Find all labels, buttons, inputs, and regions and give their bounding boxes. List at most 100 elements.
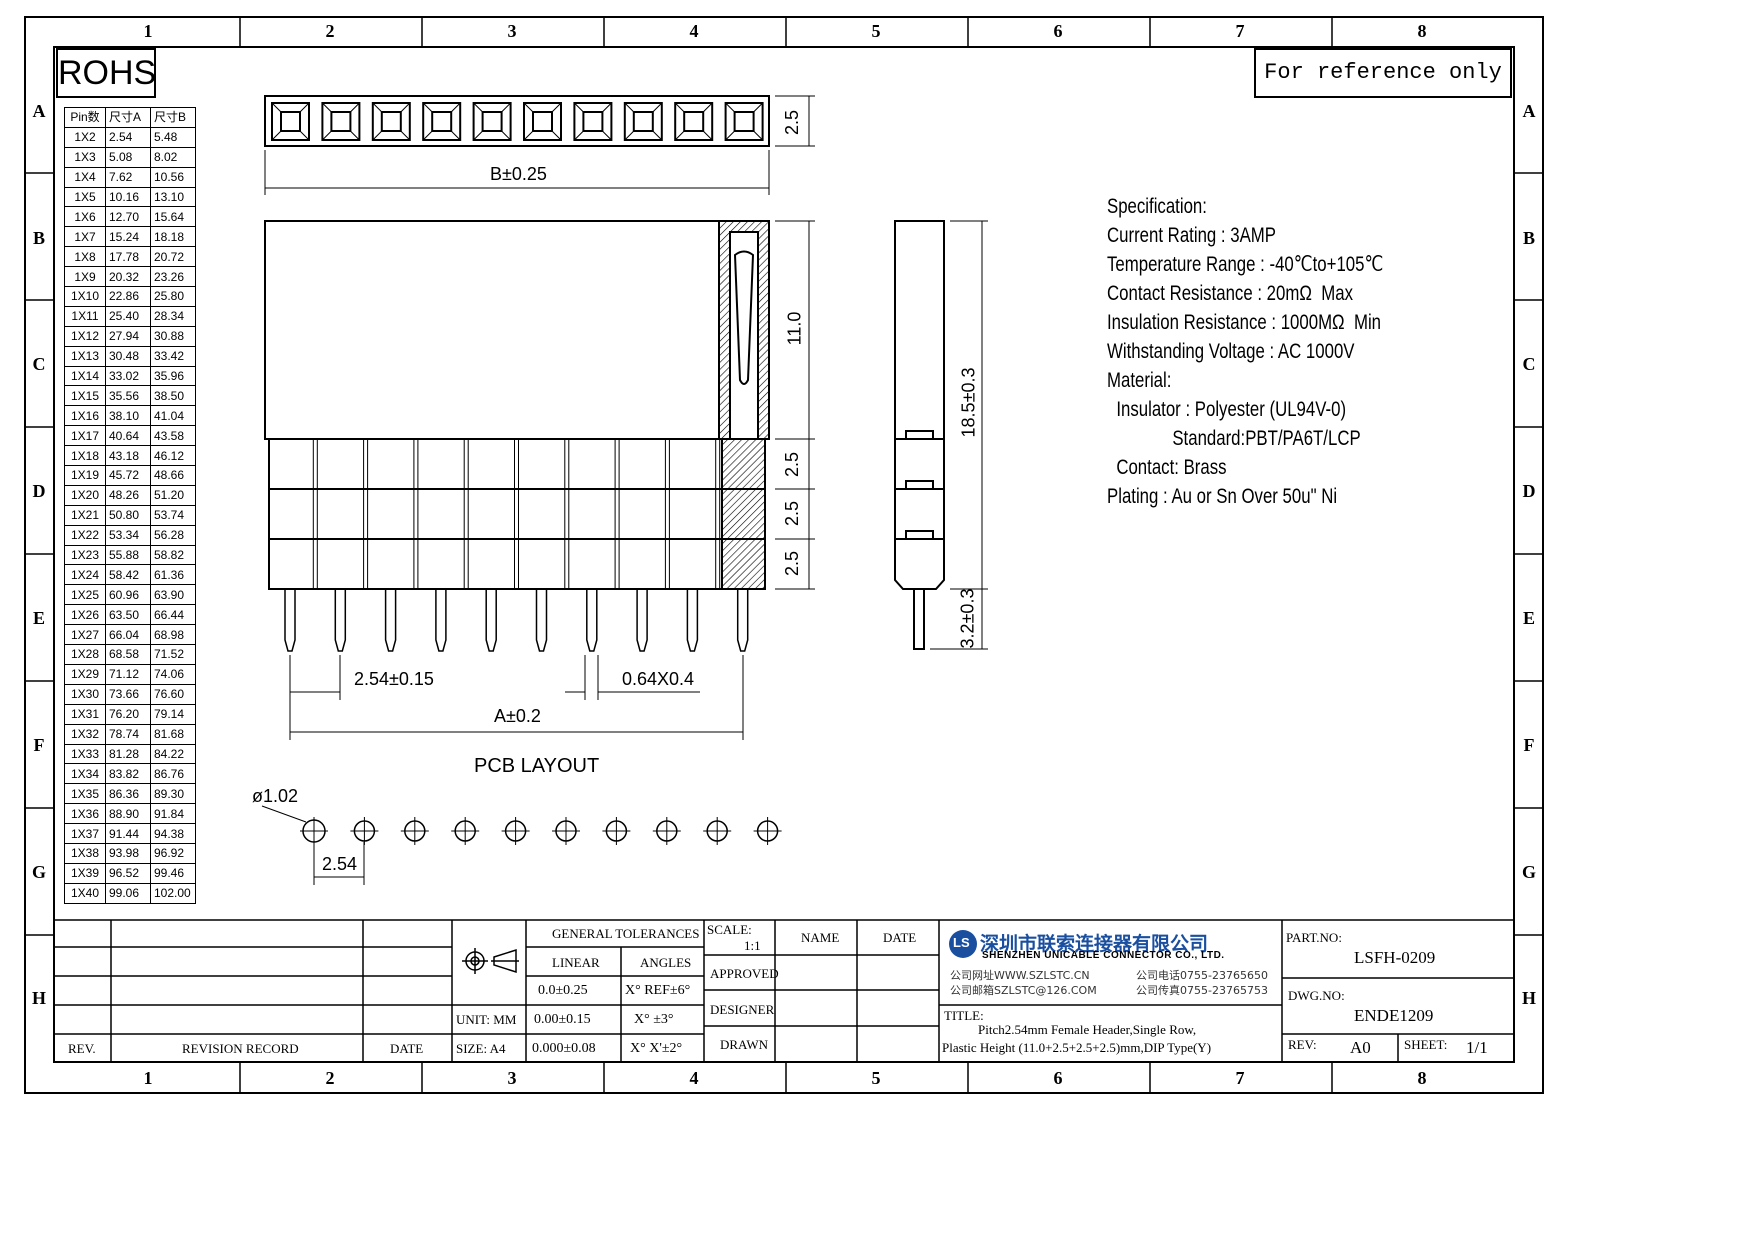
pcb-hole — [552, 817, 580, 845]
date-column-header: DATE — [883, 930, 917, 945]
pin-count-cell: 1X31 — [64, 703, 106, 725]
dim-b-cell: 48.66 — [150, 465, 196, 486]
zone-row-right: C — [1522, 354, 1536, 374]
pin-cavity — [724, 102, 764, 141]
reference-note: For reference only — [1264, 60, 1502, 85]
spec-line: Insulator : Polyester (UL94V-0) — [1107, 398, 1347, 421]
dim-a-cell: 22.86 — [105, 286, 151, 307]
dim-a-cell: 71.12 — [105, 663, 151, 685]
zone-column-top: 5 — [871, 21, 881, 41]
unit-label: UNIT: MM — [456, 1012, 517, 1027]
dim-a-cell: 99.06 — [105, 882, 151, 904]
dim-tier3: 2.5 — [782, 550, 803, 577]
pin-count-cell: 1X36 — [64, 803, 106, 825]
designer-label: DESIGNER — [710, 1002, 775, 1017]
pin-count-cell: 1X25 — [64, 584, 106, 606]
dim-b-cell: 8.02 — [150, 146, 196, 168]
dim-tier2: 2.5 — [782, 500, 803, 527]
dim-b-cell: 10.56 — [150, 166, 196, 188]
logo-letters: LS — [953, 935, 970, 950]
approved-label: APPROVED — [710, 966, 779, 981]
pin-count-cell: 1X4 — [64, 166, 106, 188]
zone-column-top: 1 — [143, 21, 153, 41]
zone-row-right: H — [1521, 988, 1536, 1008]
dim-a-cell: 66.04 — [105, 624, 151, 646]
pin-lead — [312, 439, 347, 652]
pin-lead — [514, 439, 548, 652]
pcb-hole — [501, 817, 530, 845]
zone-row-left: C — [32, 354, 46, 374]
pin-cavity — [321, 102, 361, 141]
pin-count-cell: 1X6 — [64, 206, 106, 228]
zone-row-left: H — [31, 988, 46, 1008]
pin-count-cell: 1X35 — [64, 783, 106, 805]
date-header: DATE — [390, 1041, 424, 1056]
dim-a-cell: 48.26 — [105, 484, 151, 506]
dim-a-cell: 10.16 — [105, 186, 151, 208]
dim-a-header: 尺寸A — [105, 107, 151, 128]
pin-count-cell: 1X16 — [64, 405, 106, 427]
zone-column-bottom: 8 — [1417, 1068, 1427, 1088]
pcb-layout-title: PCB LAYOUT — [474, 755, 600, 777]
dim-b-cell: 28.34 — [150, 305, 196, 327]
dim-b-cell: 56.28 — [150, 524, 196, 546]
pcb-hole — [350, 817, 379, 845]
pin-lead — [463, 439, 497, 652]
dim-b-cell: 30.88 — [150, 325, 196, 347]
company-name-en: SHENZHEN UNICABLE CONNECTOR CO., LTD. — [982, 950, 1225, 961]
zone-row-right: F — [1523, 735, 1535, 755]
linear-header: LINEAR — [552, 955, 600, 970]
part-no-label: PART.NO: — [1286, 930, 1342, 945]
pin-lead — [284, 589, 296, 652]
pcb-holes — [300, 817, 782, 845]
sheet-value: 1/1 — [1466, 1038, 1488, 1057]
linear-tol-1: 0.0±0.25 — [538, 983, 588, 998]
zone-row-left: G — [31, 862, 46, 882]
pin-cavity — [472, 102, 512, 141]
dim-a-cell: 83.82 — [105, 763, 151, 785]
dim-top-height: 2.5 — [782, 109, 803, 136]
name-header: NAME — [801, 930, 840, 945]
dim-b-cell: 84.22 — [150, 743, 196, 765]
dim-a-label: A±0.2 — [494, 706, 541, 726]
pin-count-cell: 1X23 — [64, 544, 106, 566]
company-website: 公司网址WWW.SZLSTC.CN — [950, 969, 1090, 982]
pin-lead — [363, 439, 397, 652]
zone-column-bottom: 5 — [871, 1068, 881, 1088]
zone-row-right: E — [1522, 608, 1535, 628]
inner-border — [53, 46, 1515, 1063]
dim-b-cell: 74.06 — [150, 663, 196, 685]
dim-b-cell: 46.12 — [150, 445, 196, 467]
dim-b-cell: 81.68 — [150, 723, 196, 745]
dim-a-cell: 45.72 — [105, 465, 151, 486]
front-view — [264, 220, 770, 652]
dim-b-label: B±0.25 — [490, 164, 547, 184]
pin-count-cell: 1X22 — [64, 524, 106, 546]
zone-column-top: 2 — [325, 21, 335, 41]
zone-column-top: 4 — [689, 21, 699, 41]
company-name-cn: 深圳市联索连接器有限公司 — [980, 933, 1209, 955]
dim-b-cell: 18.18 — [150, 226, 196, 248]
zone-column-bottom: 6 — [1053, 1068, 1063, 1088]
dim-side-tail: 3.2±0.3 — [957, 588, 978, 649]
dim-b-cell: 20.72 — [150, 246, 196, 268]
zone-row-right: G — [1521, 862, 1536, 882]
spec-line: Insulation Resistance : 1000MΩ Min — [1107, 311, 1382, 334]
part-no-value: LSFH-0209 — [1354, 948, 1436, 967]
zone-row-left: F — [33, 735, 45, 755]
dim-side-total: 18.5±0.3 — [958, 367, 979, 438]
zone-row-right: A — [1522, 101, 1536, 121]
pin-count-header: Pin数 — [64, 107, 106, 128]
dwg-no-label: DWG.NO: — [1288, 988, 1345, 1003]
pin-count-cell: 1X8 — [64, 246, 106, 268]
